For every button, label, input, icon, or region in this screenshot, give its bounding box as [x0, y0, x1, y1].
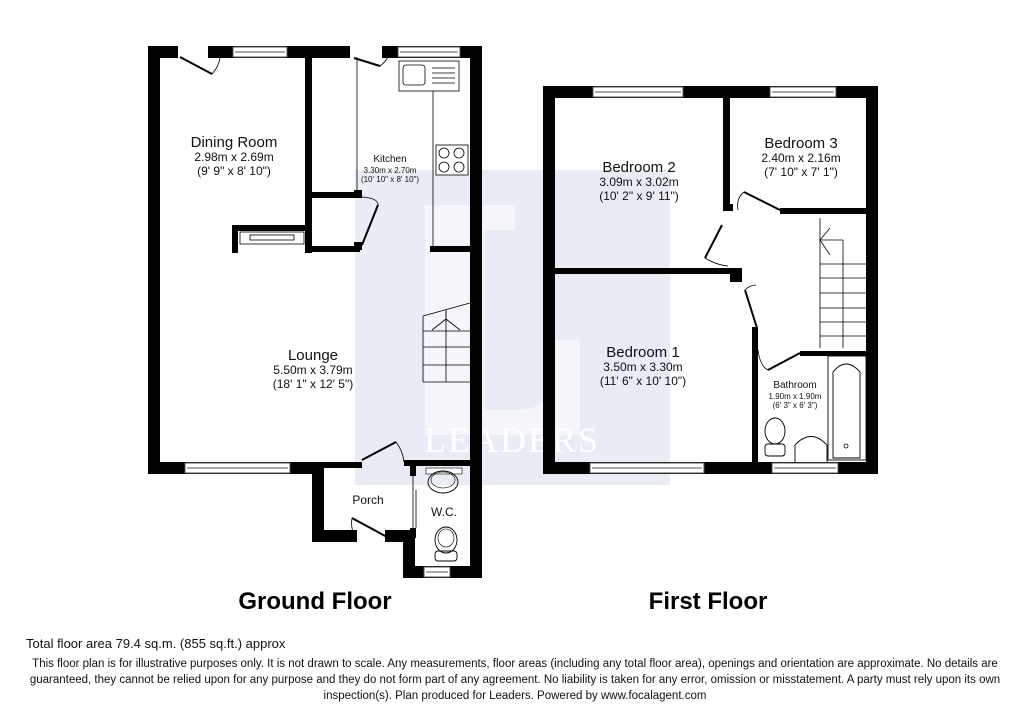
room-label-lounge: Lounge 5.50m x 3.79m (18' 1" x 12' 5") [273, 347, 353, 392]
room-name: Bedroom 2 [602, 159, 676, 176]
room-imperial: (6' 3" x 6' 3") [772, 400, 818, 410]
room-name: Porch [352, 493, 384, 507]
room-metric: 3.09m x 3.02m [599, 175, 679, 190]
room-metric: 3.30m x 2.70m [363, 165, 417, 175]
room-imperial: (18' 1" x 12' 5") [272, 377, 354, 392]
room-label-wc: W.C. [431, 505, 457, 520]
room-imperial: (7' 10" x 7' 1") [764, 165, 838, 180]
room-name: Bedroom 3 [764, 135, 838, 152]
room-label-bedroom-1: Bedroom 1 3.50m x 3.30m (11' 6" x 10' 10… [600, 344, 686, 389]
watermark-text: LEADERS [424, 420, 600, 460]
room-imperial: (10' 2" x 9' 11") [599, 189, 679, 204]
disclaimer-text: This floor plan is for illustrative purp… [29, 658, 1001, 702]
room-label-bedroom-2: Bedroom 2 3.09m x 3.02m (10' 2" x 9' 11"… [599, 159, 679, 204]
room-name: Bedroom 1 [606, 344, 680, 361]
room-metric: 5.50m x 3.79m [273, 363, 353, 378]
first-floor-windows [589, 86, 839, 474]
room-name: Bathroom [773, 380, 817, 391]
room-name: Lounge [287, 347, 339, 364]
room-imperial: (11' 6" x 10' 10") [599, 374, 687, 389]
room-name: Kitchen [373, 154, 407, 165]
room-metric: 2.98m x 2.69m [194, 150, 274, 165]
ground-floor-walls [148, 46, 482, 578]
ground-floor-title: Ground Floor [238, 588, 392, 615]
ground-floor-fixtures [178, 46, 471, 562]
room-imperial: (10' 10" x 8' 10") [360, 174, 420, 184]
room-name: W.C. [431, 505, 457, 519]
room-metric: 3.50m x 3.30m [603, 360, 683, 375]
room-label-bathroom: Bathroom 1.90m x 1.90m (6' 3" x 6' 3") [769, 380, 822, 410]
total-floor-area: Total floor area 79.4 sq.m. (855 sq.ft.)… [26, 636, 286, 651]
room-label-kitchen: Kitchen 3.30m x 2.70m (10' 10" x 8' 10") [361, 154, 419, 184]
room-name: Dining Room [190, 134, 278, 151]
room-label-porch: Porch [352, 493, 384, 508]
first-floor-fixtures [704, 191, 867, 462]
room-imperial: (9' 9" x 8' 10") [197, 164, 271, 179]
room-metric: 1.90m x 1.90m [768, 391, 822, 401]
floor-plan-drawing: LEADERS [148, 46, 878, 578]
leaders-watermark: LEADERS [355, 170, 670, 485]
ground-floor-windows [184, 46, 461, 578]
room-label-dining-room: Dining Room 2.98m x 2.69m (9' 9" x 8' 10… [191, 134, 278, 179]
first-floor-title: First Floor [648, 588, 768, 615]
room-metric: 2.40m x 2.16m [761, 151, 841, 166]
room-label-bedroom-3: Bedroom 3 2.40m x 2.16m (7' 10" x 7' 1") [761, 135, 840, 180]
